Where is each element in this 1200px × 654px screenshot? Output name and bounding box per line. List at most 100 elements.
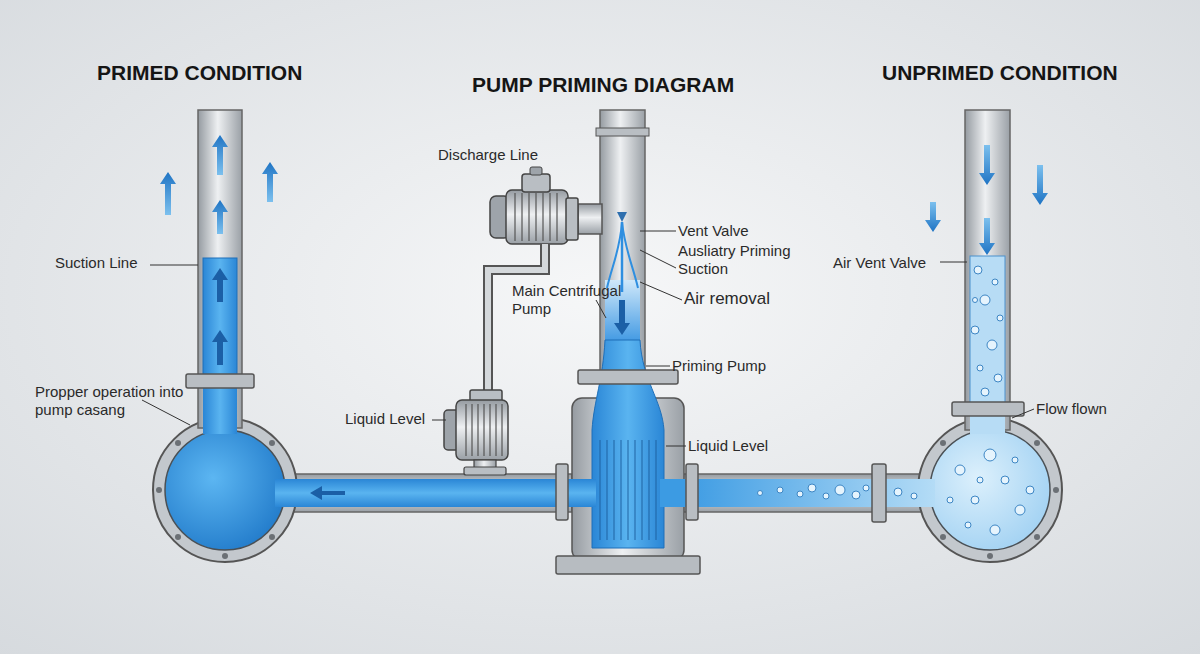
leader-line — [666, 446, 686, 447]
motor-fin — [501, 404, 502, 456]
air-bubble — [992, 279, 998, 285]
bolt — [940, 440, 946, 446]
flow-arrow — [212, 200, 228, 234]
air-bubble — [977, 365, 983, 371]
casing-water — [930, 430, 1050, 550]
part-label: Liquid Level — [688, 437, 768, 455]
impeller-vane — [634, 440, 635, 540]
base-plate — [556, 556, 700, 574]
leader-line — [596, 300, 606, 318]
flow-arrow — [614, 300, 630, 335]
air-bubble — [1015, 505, 1025, 515]
flow-arrow — [1032, 165, 1048, 205]
motor-fin — [477, 404, 478, 456]
water — [682, 479, 935, 507]
bolt — [175, 440, 181, 446]
air-bubble — [777, 487, 783, 493]
leader-line — [640, 250, 676, 268]
bolt — [156, 487, 162, 493]
leader-line — [432, 420, 446, 421]
leader-line — [640, 282, 682, 300]
impeller-vane — [613, 440, 614, 540]
motor-fin — [535, 193, 536, 241]
air-bubble — [758, 491, 763, 496]
air-bubble — [981, 388, 989, 396]
leader-line — [1012, 409, 1034, 418]
water-stream — [607, 222, 622, 288]
air-bubble — [911, 493, 917, 499]
water-stream — [622, 222, 638, 288]
motor-fin — [465, 404, 466, 456]
impeller-vane — [655, 440, 656, 540]
motor-fin — [549, 193, 550, 241]
flow-arrow — [212, 330, 228, 365]
flow-arrow — [212, 268, 228, 302]
air-bubble — [973, 298, 978, 303]
flow-arrow — [979, 145, 995, 185]
air-bubble — [863, 485, 869, 491]
motor-fin — [521, 193, 522, 241]
bolt — [269, 440, 275, 446]
part-label: Air Vent Valve — [833, 254, 926, 272]
part-label: Vent Valve — [678, 222, 749, 240]
air-bubble — [823, 493, 829, 499]
condition-heading: UNPRIMED CONDITION — [882, 60, 1118, 85]
impeller-vane — [641, 440, 642, 540]
air-bubble — [990, 525, 1000, 535]
part-label: Suction Line — [55, 254, 138, 272]
pump-casing — [918, 418, 1062, 562]
bolt — [1034, 534, 1040, 540]
air-bubble — [987, 340, 997, 350]
part-label: Air removal — [684, 289, 770, 309]
water — [660, 479, 688, 507]
vent-valve — [617, 212, 627, 222]
pipe-flange — [952, 402, 1024, 416]
air-bubble — [947, 497, 953, 503]
bolt — [1034, 440, 1040, 446]
air-bubble — [835, 485, 845, 495]
flow-arrow — [262, 162, 278, 202]
water — [203, 384, 237, 434]
motor-fin — [495, 404, 496, 456]
part-label: Discharge Line — [438, 146, 538, 164]
flow-arrow — [925, 202, 941, 232]
water-column — [970, 256, 1005, 404]
air-bubble — [1026, 486, 1034, 494]
impeller-vane — [627, 440, 628, 540]
casing-water — [165, 430, 285, 550]
diagram-title: PUMP PRIMING DIAGRAM — [472, 72, 734, 97]
water-column — [203, 258, 237, 376]
leader-line — [150, 265, 198, 266]
motor-body — [506, 190, 568, 244]
flow-arrow — [310, 486, 345, 500]
motor-flange — [566, 198, 578, 240]
impeller-vane — [599, 440, 600, 540]
pipe-flange — [556, 464, 568, 520]
part-label: Propper operation into pump casang — [35, 383, 185, 419]
motor-fin — [542, 193, 543, 241]
suction-pipe — [965, 110, 1010, 404]
water — [566, 479, 596, 507]
pipe-joint — [596, 128, 649, 136]
flow-arrow — [979, 218, 995, 255]
air-bubble — [971, 326, 979, 334]
bolt — [222, 553, 228, 559]
impeller-vane — [606, 440, 607, 540]
terminal-box — [530, 167, 542, 175]
pipe-flange — [186, 374, 254, 388]
air-bubble — [1001, 476, 1009, 484]
air-bubble — [894, 488, 902, 496]
air-bubble — [994, 374, 1002, 382]
pipe-flange — [686, 464, 698, 520]
bolt — [1053, 487, 1059, 493]
leader-line — [646, 366, 670, 367]
air-bubble — [977, 477, 983, 483]
air-bubble — [997, 315, 1003, 321]
priming-line — [488, 244, 545, 394]
motor-fin — [528, 193, 529, 241]
part-label: Liquid Level — [345, 410, 425, 428]
part-label: Ausliatry Priming Suction — [678, 242, 813, 278]
air-bubble — [980, 295, 990, 305]
